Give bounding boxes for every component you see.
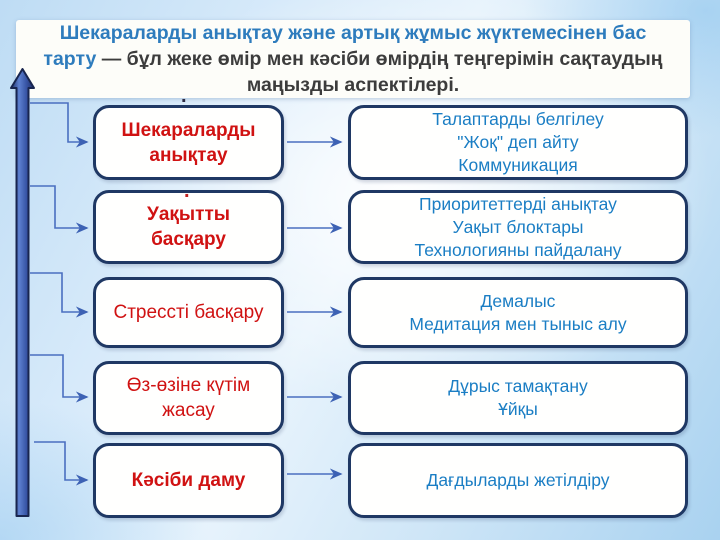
title-highlight-text: Шекараларды анықтау және артық жұмыс жүк… bbox=[43, 22, 647, 70]
category-box-professional-growth: Кәсіби даму bbox=[93, 443, 284, 518]
elbow-connector-arrow-3 bbox=[30, 272, 89, 318]
detail-box-self-care: Дұрыс тамақтану Ұйқы bbox=[348, 361, 688, 435]
elbow-connector-arrow-4 bbox=[30, 354, 89, 403]
elbow-connector-arrow-2 bbox=[30, 185, 89, 234]
category-box-time-management: Уақытты басқару bbox=[93, 190, 284, 264]
elbow-connector-arrow-5 bbox=[34, 441, 89, 486]
stray-dot-row2: . bbox=[184, 180, 190, 202]
elbow-connector-arrow-1 bbox=[30, 102, 89, 148]
detail-box-time-management: Приоритеттерді анықтау Уақыт блоктары Те… bbox=[348, 190, 688, 264]
detail-box-set-boundaries: Талаптарды белгілеу "Жоқ" деп айту Комму… bbox=[348, 105, 688, 180]
stray-dot-row1: . bbox=[181, 85, 187, 107]
title-rest-text: — бұл жеке өмір мен кәсіби өмірдің теңге… bbox=[96, 48, 663, 96]
slide-title: Шекараларды анықтау және артық жұмыс жүк… bbox=[33, 20, 673, 98]
title-banner: Шекараларды анықтау және артық жұмыс жүк… bbox=[16, 20, 690, 98]
detail-box-stress-management: Демалыс Медитация мен тыныс алу bbox=[348, 277, 688, 348]
up-arrow-icon bbox=[10, 68, 35, 517]
category-box-stress-management: Стрессті басқару bbox=[93, 277, 284, 348]
category-box-set-boundaries: Шекараларды анықтау bbox=[93, 105, 284, 180]
detail-box-professional-growth: Дағдыларды жетілдіру bbox=[348, 443, 688, 518]
category-box-self-care: Өз-өзіне күтім жасау bbox=[93, 361, 284, 435]
